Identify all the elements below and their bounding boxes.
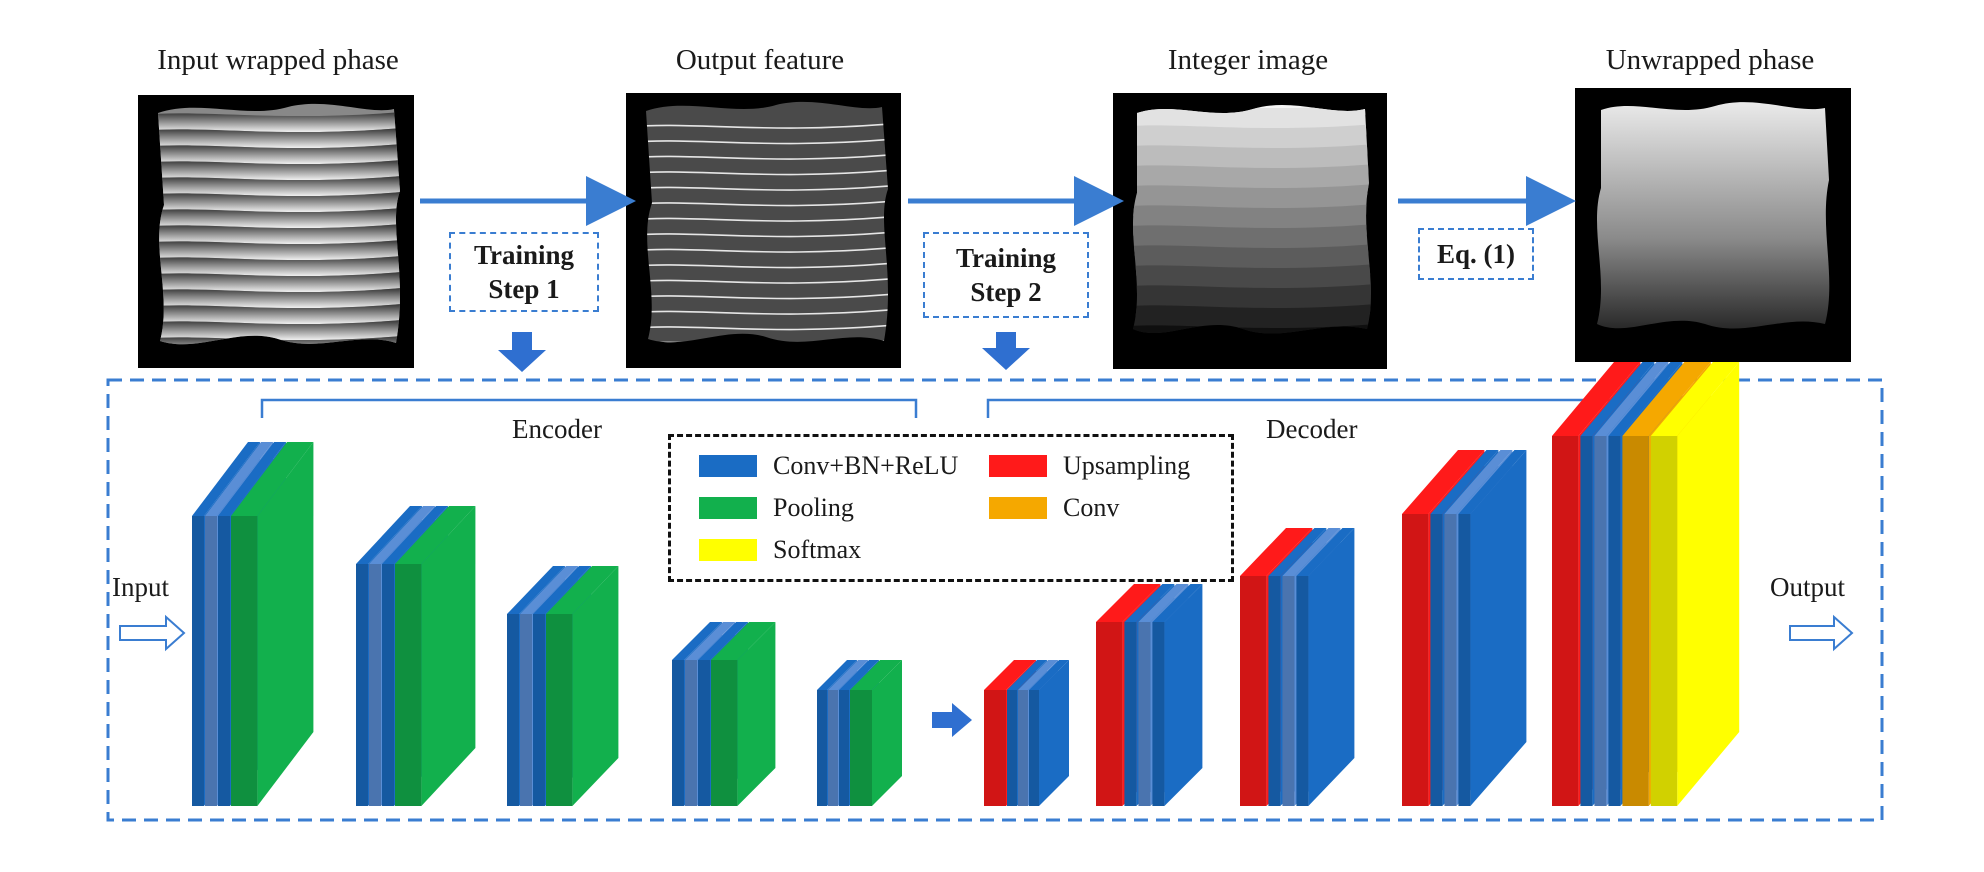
training-step-2-line1: Training <box>955 243 1057 273</box>
phase-fringe <box>158 111 400 133</box>
wrapped-phase-image <box>158 103 400 345</box>
decoder-block <box>1240 528 1355 806</box>
pooling-swatch <box>699 497 757 519</box>
legend: Conv+BN+ReLU Upsampling Pooling Conv Sof… <box>668 434 1234 582</box>
decoder-label: Decoder <box>1266 414 1358 444</box>
legend-label: Conv+BN+ReLU <box>773 451 959 480</box>
feature-line <box>646 323 888 331</box>
training-step-1-line1: Training <box>473 240 575 270</box>
feature-line <box>646 184 888 191</box>
panel-input-wrapped-phase <box>138 95 414 368</box>
phase-fringe <box>158 175 400 197</box>
output-arrow <box>1789 614 1854 652</box>
output-label: Output <box>1770 572 1846 602</box>
encoder-block <box>672 622 776 806</box>
phase-fringe <box>158 127 400 149</box>
panel-integer-image <box>1113 93 1387 369</box>
feature-line <box>646 277 888 284</box>
phase-fringe <box>158 143 400 165</box>
upsampling-swatch <box>989 455 1047 477</box>
down-arrow-1 <box>498 332 546 372</box>
training-step-1-line2: Step 1 <box>488 274 560 304</box>
conv-bn-relu-swatch <box>699 455 757 477</box>
legend-item-conv: Conv <box>989 493 1119 523</box>
training-step-1-box: Training Step 1 <box>449 232 599 312</box>
encoder-block <box>507 566 619 806</box>
softmax-swatch <box>699 539 757 561</box>
legend-label: Softmax <box>773 535 862 564</box>
phase-fringe <box>158 191 400 213</box>
feature-line <box>646 308 888 315</box>
encoder-block <box>356 506 476 806</box>
legend-label: Conv <box>1063 493 1120 522</box>
phase-fringe <box>158 223 400 245</box>
softmax-layer <box>1650 362 1740 806</box>
phase-fringe <box>158 303 400 325</box>
integer-image <box>1133 105 1371 334</box>
panel-unwrapped-phase <box>1575 88 1851 362</box>
caption-input-wrapped-phase: Input wrapped phase <box>157 44 399 76</box>
conv-bn-relu-layer <box>1296 528 1355 806</box>
pooling-layer <box>546 566 619 806</box>
feature-line <box>646 199 888 207</box>
input-label: Input <box>112 572 169 602</box>
caption-unwrapped-phase: Unwrapped phase <box>1605 44 1815 76</box>
encoder-block <box>192 442 314 806</box>
training-step-2-box: Training Step 2 <box>923 232 1089 318</box>
output-feature-image <box>646 101 888 343</box>
phase-fringe <box>158 207 400 229</box>
pooling-layer <box>231 442 314 806</box>
feature-line <box>646 137 888 145</box>
conv-bn-relu-layer <box>1029 660 1069 806</box>
feature-line <box>646 215 888 222</box>
phase-fringe <box>158 271 400 293</box>
legend-item-pooling: Pooling <box>699 493 854 523</box>
encoder-label: Encoder <box>512 414 602 444</box>
decoder-block <box>984 660 1069 806</box>
down-arrow-2 <box>982 332 1030 370</box>
feature-line <box>646 230 888 238</box>
legend-label: Upsampling <box>1063 451 1191 480</box>
pooling-layer <box>395 506 476 806</box>
phase-fringe <box>158 287 400 309</box>
training-step-2-line2: Step 2 <box>970 277 1042 307</box>
caption-integer-image: Integer image <box>1167 44 1329 76</box>
decoder-block <box>1096 584 1203 806</box>
phase-fringe <box>158 159 400 181</box>
phase-fringe <box>158 239 400 261</box>
pooling-layer <box>850 660 902 806</box>
phase-fringe <box>158 319 400 341</box>
phase-fringe <box>158 255 400 277</box>
encoder-bracket <box>260 398 918 418</box>
conv-bn-relu-layer <box>1458 450 1527 806</box>
decoder-block <box>1402 450 1527 806</box>
legend-item-softmax: Softmax <box>699 535 861 565</box>
phase-fringe <box>158 335 400 345</box>
equation-label: Eq. (1) <box>1436 239 1515 269</box>
legend-item-conv-bn-relu: Conv+BN+ReLU <box>699 451 958 481</box>
panel-output-feature <box>626 93 901 368</box>
equation-box: Eq. (1) <box>1418 228 1534 280</box>
legend-label: Pooling <box>773 493 854 522</box>
caption-output-feature: Output feature <box>675 44 845 76</box>
feature-line <box>646 153 888 160</box>
conv-bn-relu-layer <box>1152 584 1203 806</box>
conv-swatch <box>989 497 1047 519</box>
encoder-block <box>817 660 902 806</box>
feature-line <box>646 261 888 269</box>
decoder-block <box>1552 362 1740 806</box>
feature-line <box>646 292 888 300</box>
bottleneck-arrow <box>932 703 972 737</box>
pooling-layer <box>711 622 776 806</box>
feature-line <box>646 122 888 129</box>
input-arrow <box>119 614 186 652</box>
network-box <box>106 378 1884 822</box>
legend-item-upsampling: Upsampling <box>989 451 1190 481</box>
feature-line <box>646 168 888 176</box>
unwrapped-phase-image <box>1575 88 1851 362</box>
feature-line <box>646 246 888 253</box>
